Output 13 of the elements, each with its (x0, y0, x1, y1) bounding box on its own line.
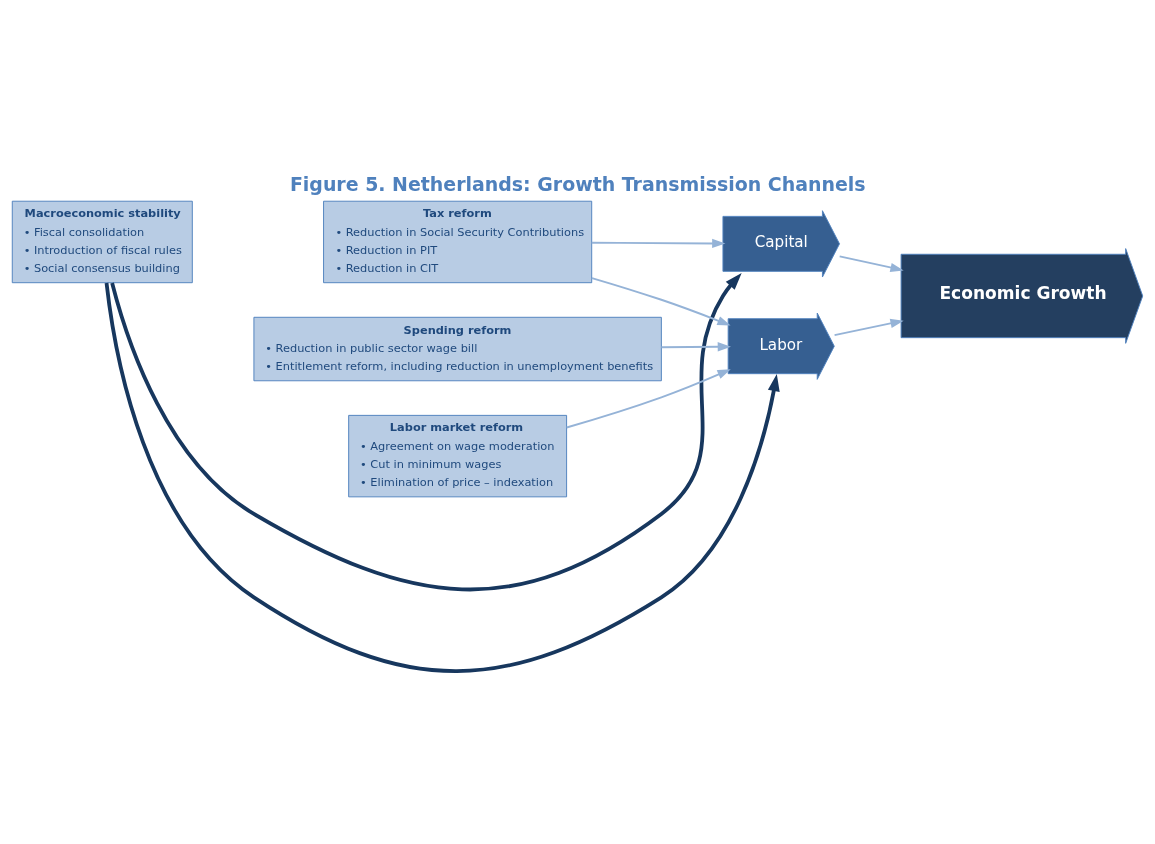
arrow (104, 282, 780, 673)
arrow (565, 369, 731, 429)
arrow (660, 342, 731, 352)
arrow (590, 238, 726, 249)
node-box: Labor market reform • Agreement on wage moderation • Cut in minimum wages • Elimination of price – indexation (348, 414, 568, 498)
arrow (591, 277, 731, 326)
arrow (110, 273, 742, 592)
arrow (833, 318, 904, 337)
arrow (838, 255, 904, 273)
node-box: Spending reform • Reduction in public sector wage bill • Entitlement reform, including reduction in unemployment benefits (253, 316, 662, 382)
node-box: Macroeconomic stability • Fiscal consolidation • Introduction of fiscal rules • Social consensus building (11, 200, 193, 284)
node-box: Tax reform • Reduction in Social Security Contributions • Reduction in PIT • Reduction in CIT (323, 200, 593, 284)
diagram-title: Figure 5. Netherlands: Growth Transmission Channels (289, 172, 866, 195)
